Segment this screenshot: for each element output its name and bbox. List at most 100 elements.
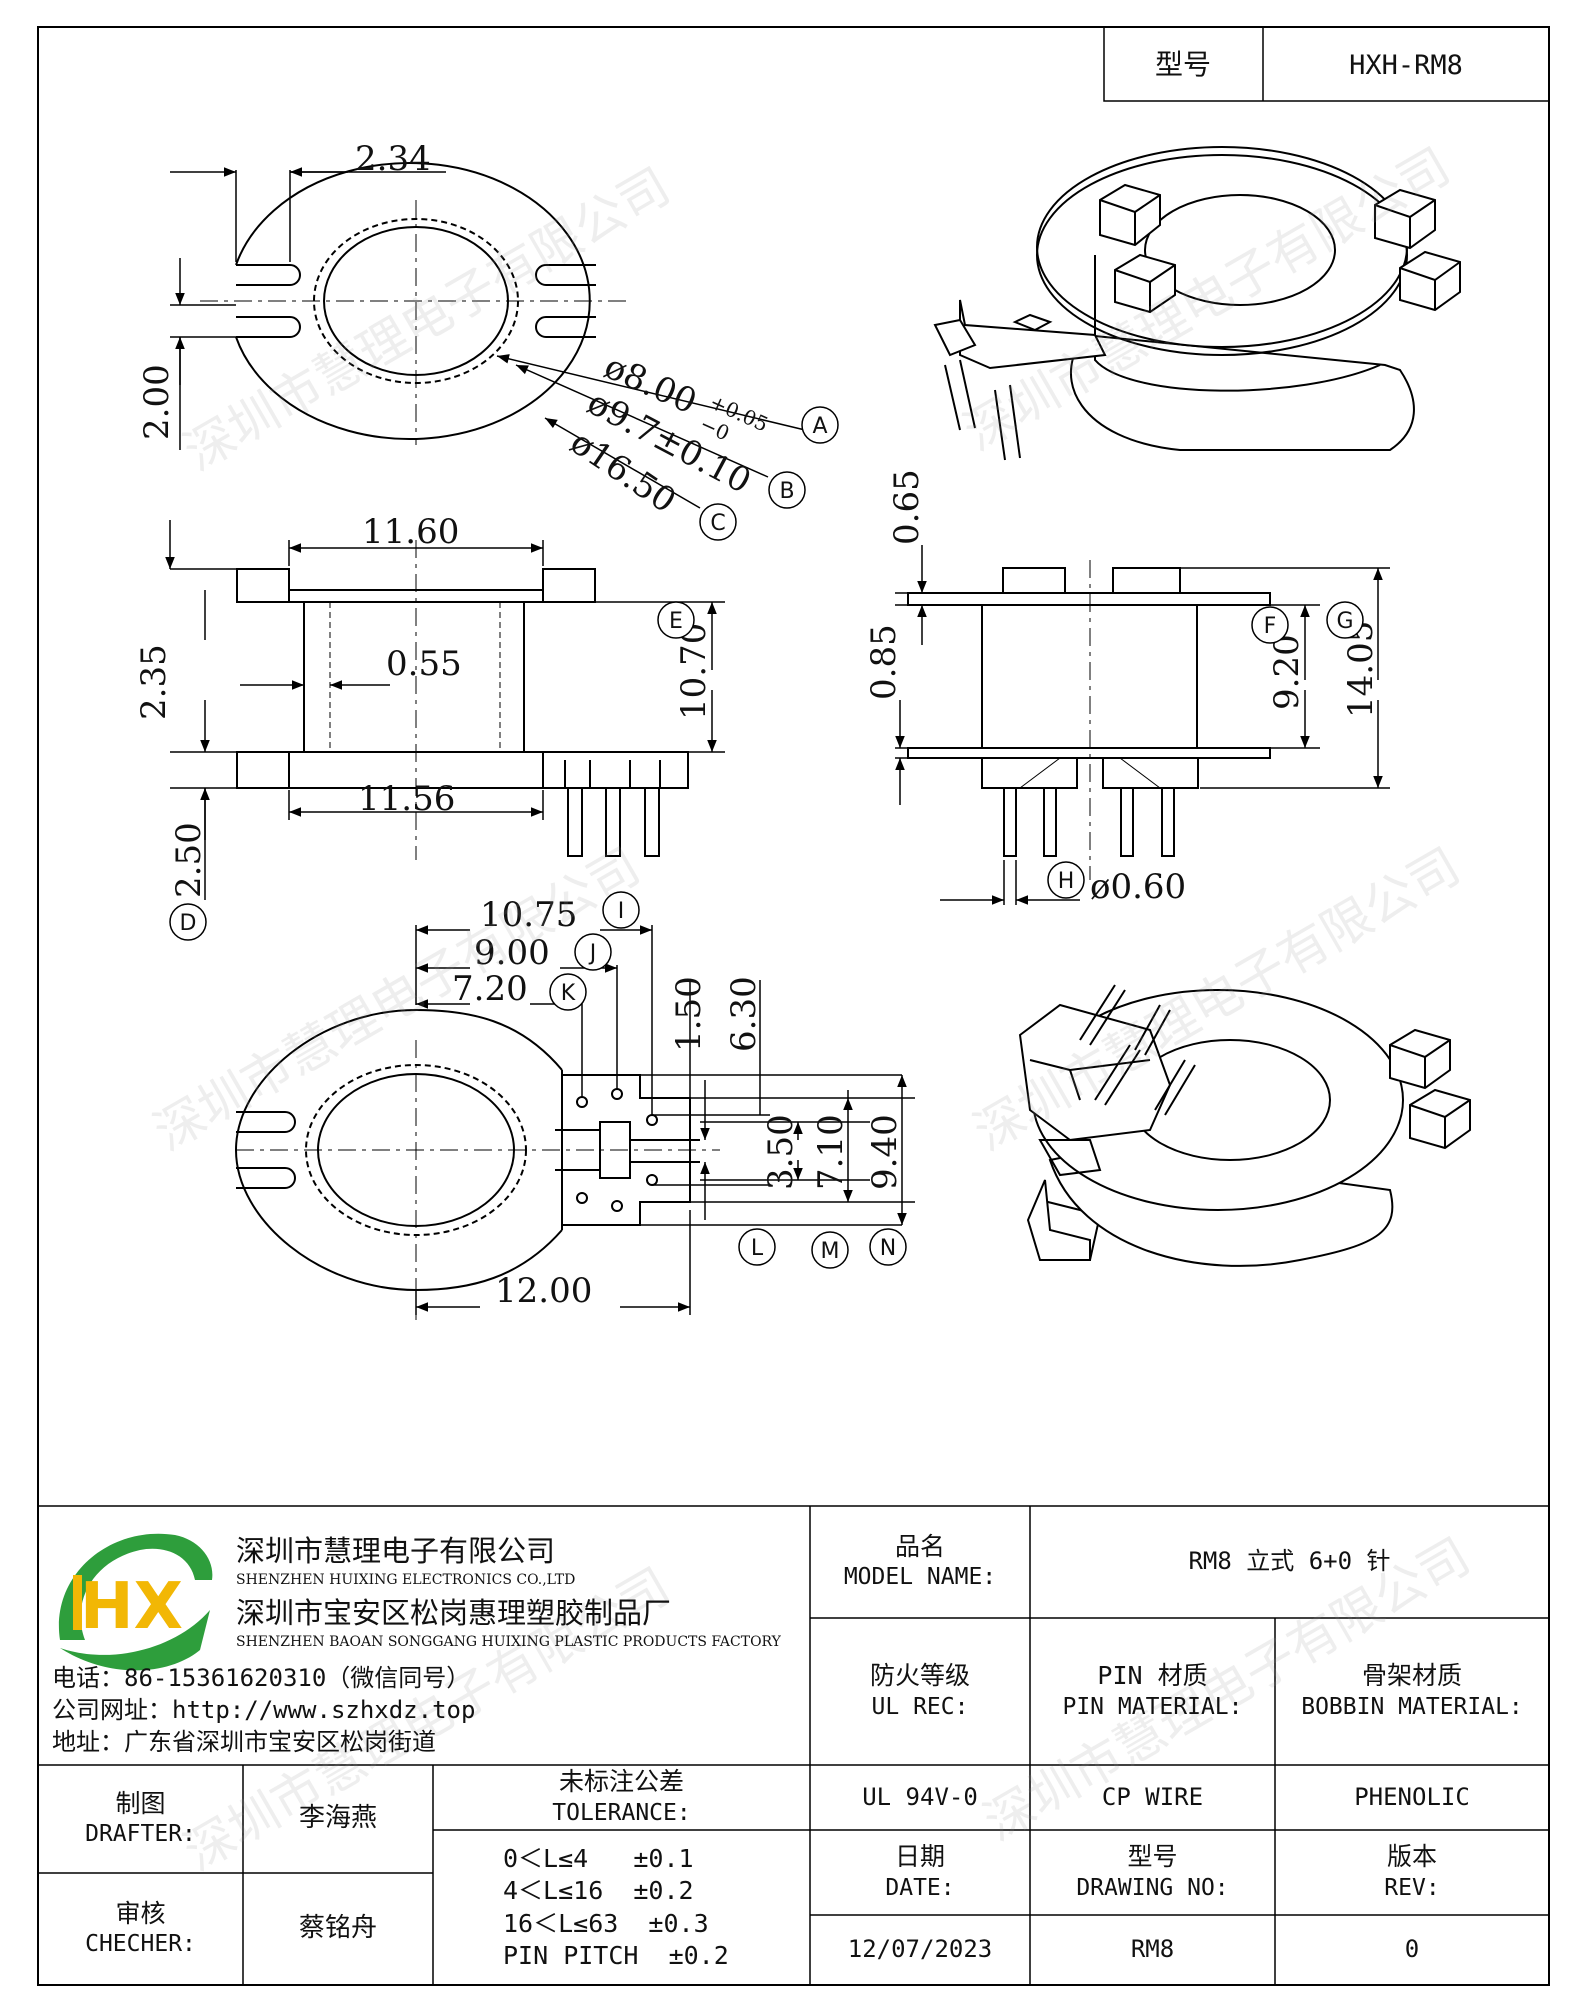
side-view-right <box>908 560 1270 880</box>
company-name-cn: 深圳市慧理电子有限公司 <box>236 1534 556 1568</box>
tolerance-list: 0＜L≤4 ±0.1 4＜L≤16 ±0.2 16＜L≤63 ±0.3 PIN … <box>433 1830 810 1985</box>
ul-label-en: UL REC: <box>871 1693 969 1720</box>
dim-2-35: 2.35 <box>134 644 174 720</box>
model-name-label: 品名 MODEL NAME: <box>810 1506 1030 1618</box>
company-address: 地址：广东省深圳市宝安区松岗街道 <box>52 1728 436 1756</box>
tolerance-label-en: TOLERANCE: <box>552 1799 691 1826</box>
model-name-label-cn: 品名 <box>894 1531 945 1561</box>
dim-12-00: 12.00 <box>495 1271 592 1311</box>
bubble-a: A <box>802 407 838 443</box>
svg-text:D: D <box>180 911 197 936</box>
svg-text:M: M <box>821 1239 840 1264</box>
rev-label-en: REV: <box>1384 1874 1440 1901</box>
svg-text:G: G <box>1336 609 1353 634</box>
header-type-value: HXH-RM8 <box>1349 50 1463 81</box>
tolerance-line: PIN PITCH ±0.2 <box>503 1941 729 1970</box>
dim-10-70: 10.70 <box>674 623 714 720</box>
drawing-no-label-cn: 型号 <box>1127 1842 1178 1872</box>
date-label-en: DATE: <box>885 1874 955 1901</box>
bobbin-material-label-en: BOBBIN MATERIAL: <box>1301 1693 1523 1720</box>
dim-1-50: 1.50 <box>669 976 709 1052</box>
pin-material-label-cn: PIN 材质 <box>1097 1661 1208 1691</box>
svg-text:I: I <box>618 899 625 924</box>
bobbin-material-label: 骨架材质 BOBBIN MATERIAL: <box>1275 1618 1549 1765</box>
bubble-g: G <box>1327 602 1363 638</box>
svg-text:E: E <box>669 609 683 634</box>
company-logo: HX <box>58 1533 213 1671</box>
svg-text:A: A <box>812 414 827 439</box>
dim-3-50: 3.50 <box>761 1114 801 1190</box>
pin-material-value: CP WIRE <box>1101 1782 1204 1811</box>
dim-2-50: 2.50 <box>169 822 209 898</box>
iso-view-top <box>935 147 1460 460</box>
checker-label-cn: 审核 <box>115 1898 166 1928</box>
dim-6-30: 6.30 <box>724 976 764 1052</box>
rev-label-cn: 版本 <box>1386 1842 1437 1872</box>
bubble-m: M <box>812 1232 848 1268</box>
tolerance-line: 4＜L≤16 ±0.2 <box>503 1876 694 1905</box>
side-view-left <box>237 540 688 860</box>
bubble-e: E <box>658 602 694 638</box>
rev-value: 0 <box>1404 1935 1420 1964</box>
bubble-l: L <box>739 1229 775 1265</box>
date-value: 12/07/2023 <box>847 1935 993 1964</box>
dim-7-10: 7.10 <box>811 1114 851 1190</box>
company-website[interactable]: 公司网址：http://www.szhxdz.top <box>52 1696 476 1724</box>
dim-0-85: 0.85 <box>864 624 904 700</box>
side-view-right-dims <box>895 545 1390 905</box>
date-label-cn: 日期 <box>894 1842 945 1872</box>
tolerance-label: 未标注公差 TOLERANCE: <box>433 1765 810 1830</box>
pin-material-label-en: PIN MATERIAL: <box>1062 1693 1243 1720</box>
svg-text:N: N <box>880 1236 896 1261</box>
svg-text:L: L <box>751 1236 764 1261</box>
drawing-no-value: RM8 <box>1130 1935 1175 1964</box>
top-view-dims <box>170 167 805 508</box>
bubble-f: F <box>1252 607 1288 643</box>
svg-text:F: F <box>1264 614 1277 639</box>
bobbin-material-label-cn: 骨架材质 <box>1361 1661 1462 1691</box>
drawing-no-label-en: DRAWING NO: <box>1076 1874 1229 1901</box>
bottom-view <box>236 1010 720 1320</box>
bubble-n: N <box>870 1229 906 1265</box>
drafter-label: 制图 DRAFTER: <box>38 1765 243 1873</box>
rev-label: 版本 REV: <box>1275 1830 1549 1915</box>
tolerance-line: 16＜L≤63 ±0.3 <box>503 1908 709 1938</box>
pin-material-label: PIN 材质 PIN MATERIAL: <box>1030 1618 1275 1765</box>
header-type-label: 型号 <box>1155 48 1211 81</box>
model-name-value: RM8 立式 6+0 针 <box>1188 1547 1391 1576</box>
ul-value: UL 94V-0 <box>862 1782 978 1811</box>
bubble-b: B <box>769 472 805 508</box>
dim-9-20: 9.20 <box>1267 634 1307 710</box>
header-type-box: 型号 HXH-RM8 <box>1104 27 1549 101</box>
ul-label: 防火等级 UL REC: <box>810 1618 1030 1765</box>
ul-label-cn: 防火等级 <box>869 1661 970 1691</box>
dim-2-00: 2.00 <box>137 364 177 440</box>
date-label: 日期 DATE: <box>810 1830 1030 1915</box>
drafter-label-cn: 制图 <box>115 1788 166 1818</box>
company-phone: 电话：86-15361620310（微信同号） <box>52 1664 471 1692</box>
bubble-d: D <box>170 904 206 940</box>
title-block-grid <box>38 1506 1549 1985</box>
side-view-left-dims <box>165 520 725 900</box>
sheet-border <box>38 27 1549 1985</box>
svg-text:B: B <box>779 479 794 504</box>
bubble-i: I <box>603 892 639 928</box>
drafter-label-en: DRAFTER: <box>85 1821 196 1848</box>
checker-label: 审核 CHECHER: <box>38 1873 243 1985</box>
model-name-label-en: MODEL NAME: <box>843 1564 997 1591</box>
company-name-en: SHENZHEN HUIXING ELECTRONICS CO.,LTD <box>236 1572 576 1588</box>
dim-7-20: 7.20 <box>452 969 528 1009</box>
drafter-value: 李海燕 <box>298 1803 377 1834</box>
bottom-view-dims <box>416 925 915 1315</box>
drawing-no-label: 型号 DRAWING NO: <box>1030 1830 1275 1915</box>
svg-text:C: C <box>710 511 725 536</box>
dim-0-65: 0.65 <box>887 469 927 545</box>
top-view <box>200 163 630 445</box>
factory-name-en: SHENZHEN BAOAN SONGGANG HUIXING PLASTIC … <box>236 1634 781 1650</box>
tolerance-line: 0＜L≤4 ±0.1 <box>503 1843 694 1873</box>
bubble-j: J <box>575 934 611 970</box>
dim-2-34: 2.34 <box>355 139 431 179</box>
dim-11-60: 11.60 <box>362 512 459 552</box>
bubble-k: K <box>550 974 586 1010</box>
